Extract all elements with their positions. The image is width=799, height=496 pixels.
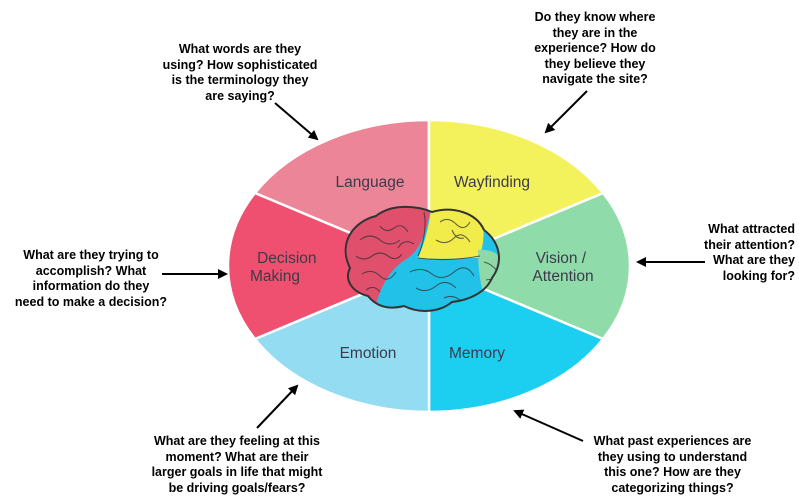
segment-decision-making (226, 191, 433, 341)
arrow-emotion (256, 384, 299, 429)
question-language: What words are they using? How sophistic… (162, 42, 318, 103)
arrow-wayfinding (544, 90, 588, 134)
question-vision-attention: What attracted their attention? What are… (704, 222, 795, 283)
segment-label-language: Language (336, 174, 405, 191)
arrow-memory (513, 409, 584, 442)
question-wayfinding: Do they know where they are in the exper… (534, 10, 656, 86)
arrows (162, 90, 705, 442)
arrow-language (274, 102, 319, 141)
question-emotion: What are they feeling at this moment? Wh… (151, 434, 323, 495)
brain-folds (355, 211, 499, 301)
segment-vision-attention (425, 191, 632, 341)
segment-label-memory: Memory (449, 345, 505, 362)
question-decision-making: What are they trying to accomplish? What… (14, 248, 168, 309)
segment-label-decision-making: Decision Making (250, 250, 321, 285)
segment-memory (427, 264, 606, 414)
question-memory: What past experiences are they using to … (593, 434, 752, 495)
brain-outline (344, 205, 500, 312)
segment-label-emotion: Emotion (340, 345, 397, 362)
segment-label-wayfinding: Wayfinding (454, 174, 530, 191)
brain-icon (344, 205, 500, 312)
segment-label-vision-attention: Vision / Attention (532, 250, 593, 285)
